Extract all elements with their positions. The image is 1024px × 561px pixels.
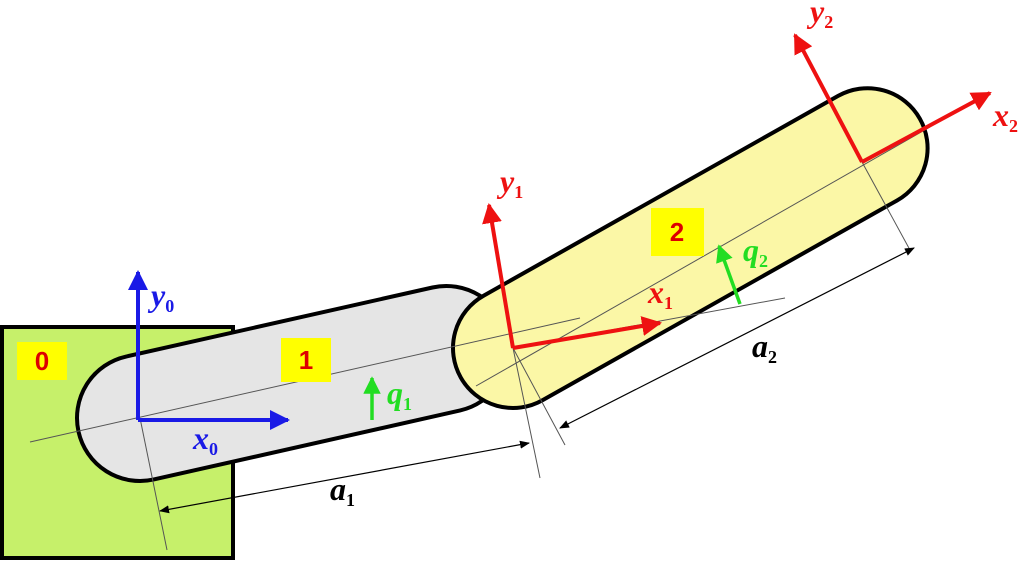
x2-axis-arrow [861, 91, 992, 164]
base-number-tag [17, 342, 67, 380]
link2-number: 2 [670, 217, 684, 247]
y0-label: y0 [147, 277, 174, 316]
y2-label: y2 [806, 0, 833, 32]
link1-number: 1 [299, 345, 313, 375]
base-number: 0 [35, 346, 49, 376]
x0-label: x0 [192, 420, 218, 459]
x1-axis-arrow [512, 316, 662, 350]
link2-number-tag [651, 208, 704, 256]
a2-label: a2 [752, 328, 777, 367]
q2-label: q2 [743, 232, 768, 271]
x2-label: x2 [992, 97, 1018, 136]
dimension-a2-arrow [559, 247, 915, 429]
y1-label: y1 [496, 163, 523, 202]
y2-axis-arrow [793, 33, 864, 163]
y1-axis-arrow [482, 203, 515, 349]
dimension-a1-arrow [159, 440, 530, 514]
x1-label: x1 [647, 274, 673, 313]
link1-number-tag [281, 338, 331, 382]
link-1 [74, 283, 512, 483]
q2-angle-arrow [716, 244, 742, 305]
a1-label: a1 [330, 471, 355, 510]
q1-label: q1 [387, 375, 412, 414]
